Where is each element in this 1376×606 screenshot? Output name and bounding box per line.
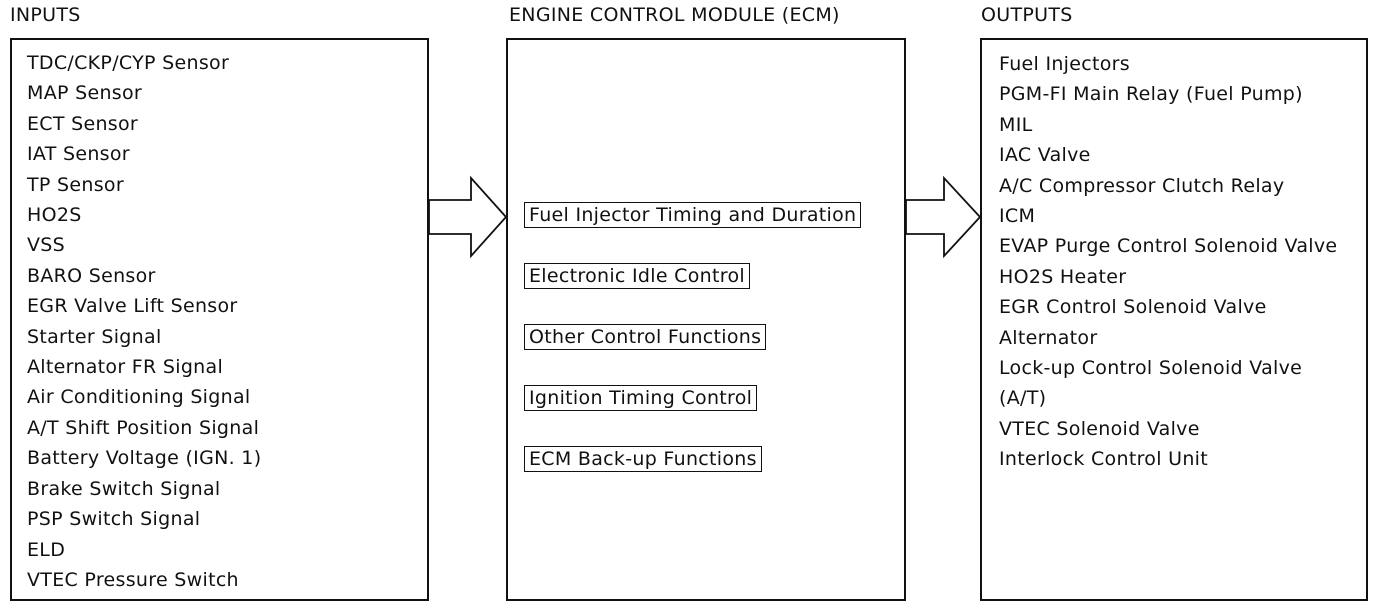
output-item-pgm-fi-main-relay-fuel-pump: PGM-FI Main Relay (Fuel Pump) bbox=[999, 83, 1303, 106]
ecm-box: Fuel Injector Timing and Duration Electr… bbox=[506, 38, 906, 601]
output-item-icm: ICM bbox=[999, 205, 1036, 228]
ecm-function-electronic-idle-control: Electronic Idle Control bbox=[524, 263, 750, 289]
ecm-function-fuel-injector-timing: Fuel Injector Timing and Duration bbox=[524, 202, 862, 228]
output-item-egr-control-solenoid-valve: EGR Control Solenoid Valve bbox=[999, 296, 1267, 319]
ecm-to-outputs-arrow-icon bbox=[905, 175, 982, 259]
input-item-ect-sensor: ECT Sensor bbox=[27, 112, 139, 135]
output-item-vtec-solenoid-valve: VTEC Solenoid Valve bbox=[999, 417, 1200, 440]
input-item-egr-valve-lift-sensor: EGR Valve Lift Sensor bbox=[27, 295, 238, 318]
inputs-heading: INPUTS bbox=[10, 4, 81, 26]
output-item-evap-purge-control-solenoid-valve: EVAP Purge Control Solenoid Valve bbox=[999, 235, 1338, 258]
input-item-air-conditioning-signal: Air Conditioning Signal bbox=[27, 386, 251, 409]
outputs-heading: OUTPUTS bbox=[981, 4, 1073, 26]
output-item-alternator: Alternator bbox=[999, 326, 1098, 349]
ecm-function-other-control-functions: Other Control Functions bbox=[524, 324, 767, 350]
input-item-a-t-shift-position-signal: A/T Shift Position Signal bbox=[27, 416, 260, 439]
input-item-psp-switch-signal: PSP Switch Signal bbox=[27, 508, 201, 531]
ecm-function-ecm-backup-functions: ECM Back-up Functions bbox=[524, 446, 762, 472]
input-item-iat-sensor: IAT Sensor bbox=[27, 143, 130, 166]
inputs-to-ecm-arrow-icon bbox=[428, 175, 508, 259]
input-item-eld: ELD bbox=[27, 538, 66, 561]
input-item-alternator-fr-signal: Alternator FR Signal bbox=[27, 356, 224, 379]
output-item-fuel-injectors: Fuel Injectors bbox=[999, 53, 1130, 75]
output-item-lock-up-control-solenoid-valve: Lock-up Control Solenoid Valve bbox=[999, 357, 1303, 380]
input-item-starter-signal: Starter Signal bbox=[27, 325, 162, 348]
ecm-heading: ENGINE CONTROL MODULE (ECM) bbox=[509, 4, 840, 26]
input-item-vss: VSS bbox=[27, 234, 66, 257]
output-item-ho2s-heater: HO2S Heater bbox=[999, 265, 1127, 288]
output-item-iac-valve: IAC Valve bbox=[999, 144, 1091, 167]
input-item-ho2s: HO2S bbox=[27, 204, 82, 227]
output-item-mil: MIL bbox=[999, 113, 1033, 136]
input-item-map-sensor: MAP Sensor bbox=[27, 82, 143, 105]
output-item-interlock-control-unit: Interlock Control Unit bbox=[999, 448, 1208, 471]
output-item-a-t: (A/T) bbox=[999, 387, 1047, 410]
input-item-tp-sensor: TP Sensor bbox=[27, 173, 124, 196]
input-item-battery-voltage-ign-1: Battery Voltage (IGN. 1) bbox=[27, 447, 262, 470]
output-item-a-c-compressor-clutch-relay: A/C Compressor Clutch Relay bbox=[999, 174, 1285, 197]
input-item-vtec-pressure-switch: VTEC Pressure Switch bbox=[27, 568, 239, 591]
ecm-function-ignition-timing-control: Ignition Timing Control bbox=[524, 385, 758, 411]
input-item-tdc-ckp-cyp-sensor: TDC/CKP/CYP Sensor bbox=[27, 52, 230, 74]
input-item-brake-switch-signal: Brake Switch Signal bbox=[27, 477, 221, 500]
input-item-baro-sensor: BARO Sensor bbox=[27, 264, 156, 287]
